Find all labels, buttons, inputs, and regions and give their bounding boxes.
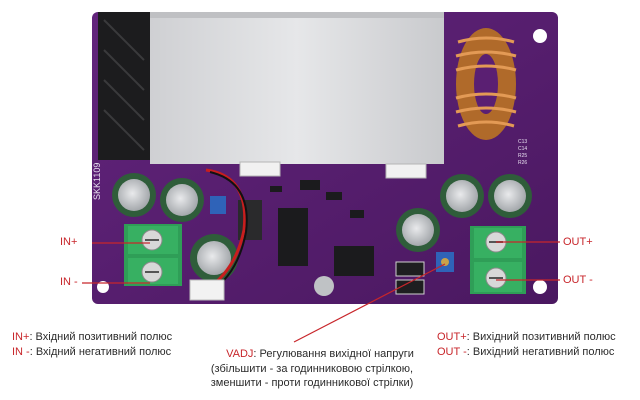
wire-connector [189, 279, 225, 301]
legend-in-minus: IN -: Вхідний негативний полюс [12, 346, 171, 359]
legend-key: IN+ [12, 331, 30, 343]
legend-text: : Регулювання вихідної напруги [253, 348, 414, 360]
cap-label: C14 [518, 146, 527, 152]
label-out-plus: OUT+ [563, 236, 593, 248]
legend-key: OUT - [437, 346, 467, 358]
heatsink-fins [98, 12, 150, 160]
mount-hole [533, 29, 547, 43]
shunt-resistor [395, 261, 425, 277]
legend-vadj-line2: (збільшити - за годинниковою стрілкою, [210, 363, 414, 375]
legend-text: : Вхідний негативний полюс [29, 346, 172, 358]
silkscreen-model: SKK1109 [92, 163, 102, 200]
label-in-plus: IN+ [60, 236, 78, 248]
toroid-inductor [455, 28, 517, 140]
legend-key: VADJ [226, 348, 254, 360]
cap-label: R26 [518, 160, 527, 166]
input-terminal-block [124, 224, 182, 286]
legend-text: : Вихідний негативний полюс [466, 346, 615, 358]
cap-label: C13 [518, 139, 527, 145]
legend-out-plus: OUT+: Вихідний позитивний полюс [437, 331, 616, 344]
mount-hole [533, 280, 547, 294]
legend-vadj: VADJ: Регулювання вихідної напруги [226, 348, 414, 361]
capacitors [112, 173, 532, 296]
output-terminal-block [470, 226, 526, 294]
ic-chip [334, 246, 374, 276]
mount-hole [97, 281, 109, 293]
legend-key: IN - [12, 346, 30, 358]
cap-label: R25 [518, 153, 527, 159]
potentiometer [210, 196, 226, 214]
ic-chip [278, 208, 308, 266]
legend-text: : Вхідний позитивний полюс [29, 331, 173, 343]
shunt-resistor [395, 279, 425, 295]
label-in-minus: IN - [60, 276, 78, 288]
legend-out-minus: OUT -: Вихідний негативний полюс [437, 346, 614, 359]
callout-line-vadj [293, 263, 446, 343]
legend-vadj-line3: зменшити - проти годинникової стрілки) [210, 377, 414, 389]
heatsink [150, 12, 444, 164]
legend-key: OUT+ [437, 331, 467, 343]
legend-in-plus: IN+: Вхідний позитивний полюс [12, 331, 172, 344]
legend-text: : Вихідний позитивний полюс [466, 331, 616, 343]
label-out-minus: OUT - [563, 274, 593, 286]
